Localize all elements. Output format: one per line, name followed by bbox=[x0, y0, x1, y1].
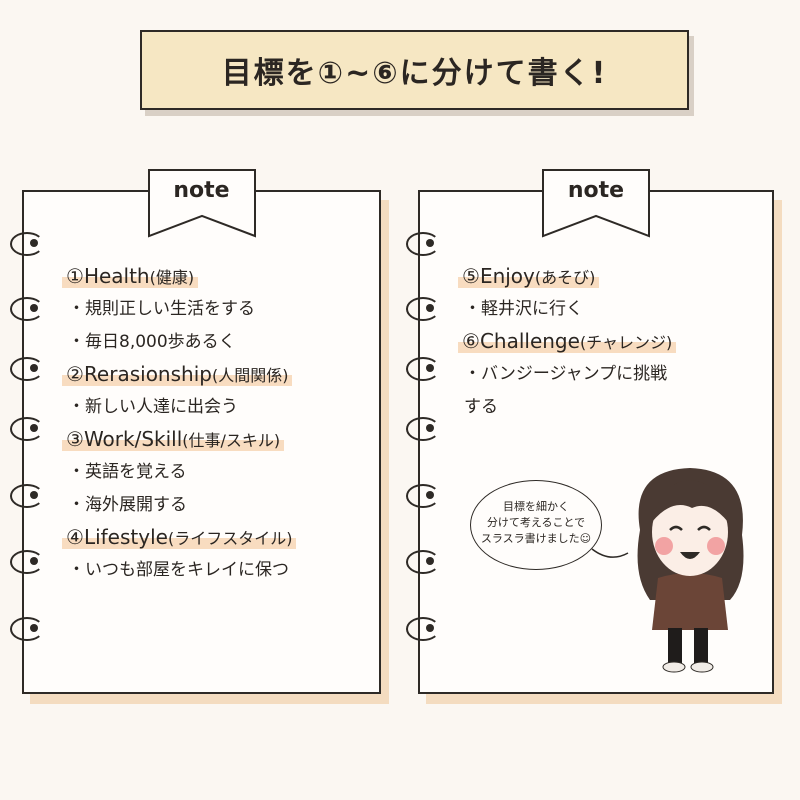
binding-hole bbox=[30, 557, 38, 565]
spiral-ring bbox=[10, 232, 44, 256]
binding-hole bbox=[30, 491, 38, 499]
goal-item: ・軽井沢に行く bbox=[464, 299, 583, 319]
binding-hole bbox=[30, 624, 38, 632]
goal-heading: ⑤Enjoy(あそび) bbox=[458, 264, 600, 288]
girl-illustration bbox=[637, 468, 744, 673]
goal-number: ③ bbox=[66, 427, 84, 451]
binding-hole bbox=[426, 304, 434, 312]
goal-item: ・海外展開する bbox=[68, 495, 187, 515]
binding-hole bbox=[30, 424, 38, 432]
spiral-ring bbox=[406, 550, 440, 574]
spiral-ring bbox=[10, 617, 44, 641]
goal-name: Enjoy bbox=[479, 264, 535, 288]
speech-line: 目標を細かく bbox=[503, 500, 569, 513]
spiral-ring bbox=[406, 357, 440, 381]
spiral-ring bbox=[10, 550, 44, 574]
goal-item: ・バンジージャンプに挑戦 bbox=[464, 364, 668, 384]
note-tab-left bbox=[147, 169, 256, 238]
spiral-ring bbox=[406, 417, 440, 441]
goal-name: Lifestyle bbox=[83, 525, 168, 549]
goal-item: ・毎日8,000歩あるく bbox=[68, 332, 236, 352]
goal-name: Health bbox=[83, 264, 150, 288]
speech-line: 分けて考えることで bbox=[486, 516, 586, 529]
spiral-ring bbox=[10, 297, 44, 321]
spiral-ring bbox=[406, 297, 440, 321]
speech-bubble: 目標を細かく 分けて考えることで スラスラ書けました☺ bbox=[470, 480, 602, 570]
goal-item: ・いつも部屋をキレイに保つ bbox=[68, 560, 289, 580]
goal-heading: ②Rerasionship(人間関係) bbox=[62, 362, 293, 386]
goal-heading: ⑥Challenge(チャレンジ) bbox=[458, 329, 677, 353]
binding-hole bbox=[426, 364, 434, 372]
goal-name: Challenge bbox=[479, 329, 580, 353]
goal-subtitle: (人間関係) bbox=[211, 366, 289, 385]
note-tab-right bbox=[542, 169, 650, 238]
goal-name: Work/Skill bbox=[83, 427, 183, 451]
notebook-left: note ①Health(健康) ・規則正しい生活をする・毎日8,000歩あるく ②… bbox=[10, 169, 381, 694]
binding-hole bbox=[30, 364, 38, 372]
binding-hole bbox=[30, 239, 38, 247]
title-banner: 目標を①~⑥に分けて書く! bbox=[140, 30, 689, 110]
goal-number: ① bbox=[66, 264, 84, 288]
goal-heading: ④Lifestyle(ライフスタイル) bbox=[62, 525, 297, 549]
binding-hole bbox=[426, 624, 434, 632]
binding-hole bbox=[426, 557, 434, 565]
goal-subtitle: (健康) bbox=[149, 268, 195, 287]
speech-line: スラスラ書けました☺ bbox=[480, 532, 592, 545]
goal-item: ・新しい人達に出会う bbox=[68, 397, 238, 417]
goal-number: ② bbox=[66, 362, 84, 386]
spiral-ring bbox=[10, 484, 44, 508]
binding-hole bbox=[426, 239, 434, 247]
goal-item: ・規則正しい生活をする bbox=[68, 299, 255, 319]
goal-subtitle: (仕事/スキル) bbox=[182, 431, 281, 450]
goal-heading: ①Health(健康) bbox=[62, 264, 199, 288]
binding-hole bbox=[426, 491, 434, 499]
spiral-ring bbox=[406, 484, 440, 508]
spiral-ring bbox=[10, 357, 44, 381]
goal-number: ⑤ bbox=[462, 264, 480, 288]
goal-subtitle: (あそび) bbox=[534, 268, 596, 287]
goal-subtitle: (チャレンジ) bbox=[579, 333, 673, 352]
goal-subtitle: (ライフスタイル) bbox=[167, 529, 293, 548]
goal-item: する bbox=[464, 397, 498, 417]
speech-bubble-text: 目標を細かく 分けて考えることで スラスラ書けました☺ bbox=[479, 499, 593, 547]
spiral-ring bbox=[406, 617, 440, 641]
speech-bubble-tail bbox=[591, 548, 629, 558]
goal-number: ⑥ bbox=[462, 329, 480, 353]
spiral-ring bbox=[406, 232, 440, 256]
page-title: 目標を①~⑥に分けて書く! bbox=[221, 56, 608, 91]
goal-number: ④ bbox=[66, 525, 84, 549]
note-tab-label: note bbox=[567, 178, 625, 203]
binding-hole bbox=[426, 424, 434, 432]
goal-list-right: ⑤Enjoy(あそび) ・軽井沢に行く ⑥Challenge(チャレンジ) ・バンジー… bbox=[458, 262, 760, 425]
binding-hole bbox=[30, 304, 38, 312]
goal-list-left: ①Health(健康) ・規則正しい生活をする・毎日8,000歩あるく ②Reras… bbox=[62, 262, 367, 588]
note-tab-label: note bbox=[173, 178, 230, 203]
goal-name: Rerasionship bbox=[83, 362, 212, 386]
goal-heading: ③Work/Skill(仕事/スキル) bbox=[62, 427, 285, 451]
goal-item: ・英語を覚える bbox=[68, 462, 187, 482]
spiral-ring bbox=[10, 417, 44, 441]
